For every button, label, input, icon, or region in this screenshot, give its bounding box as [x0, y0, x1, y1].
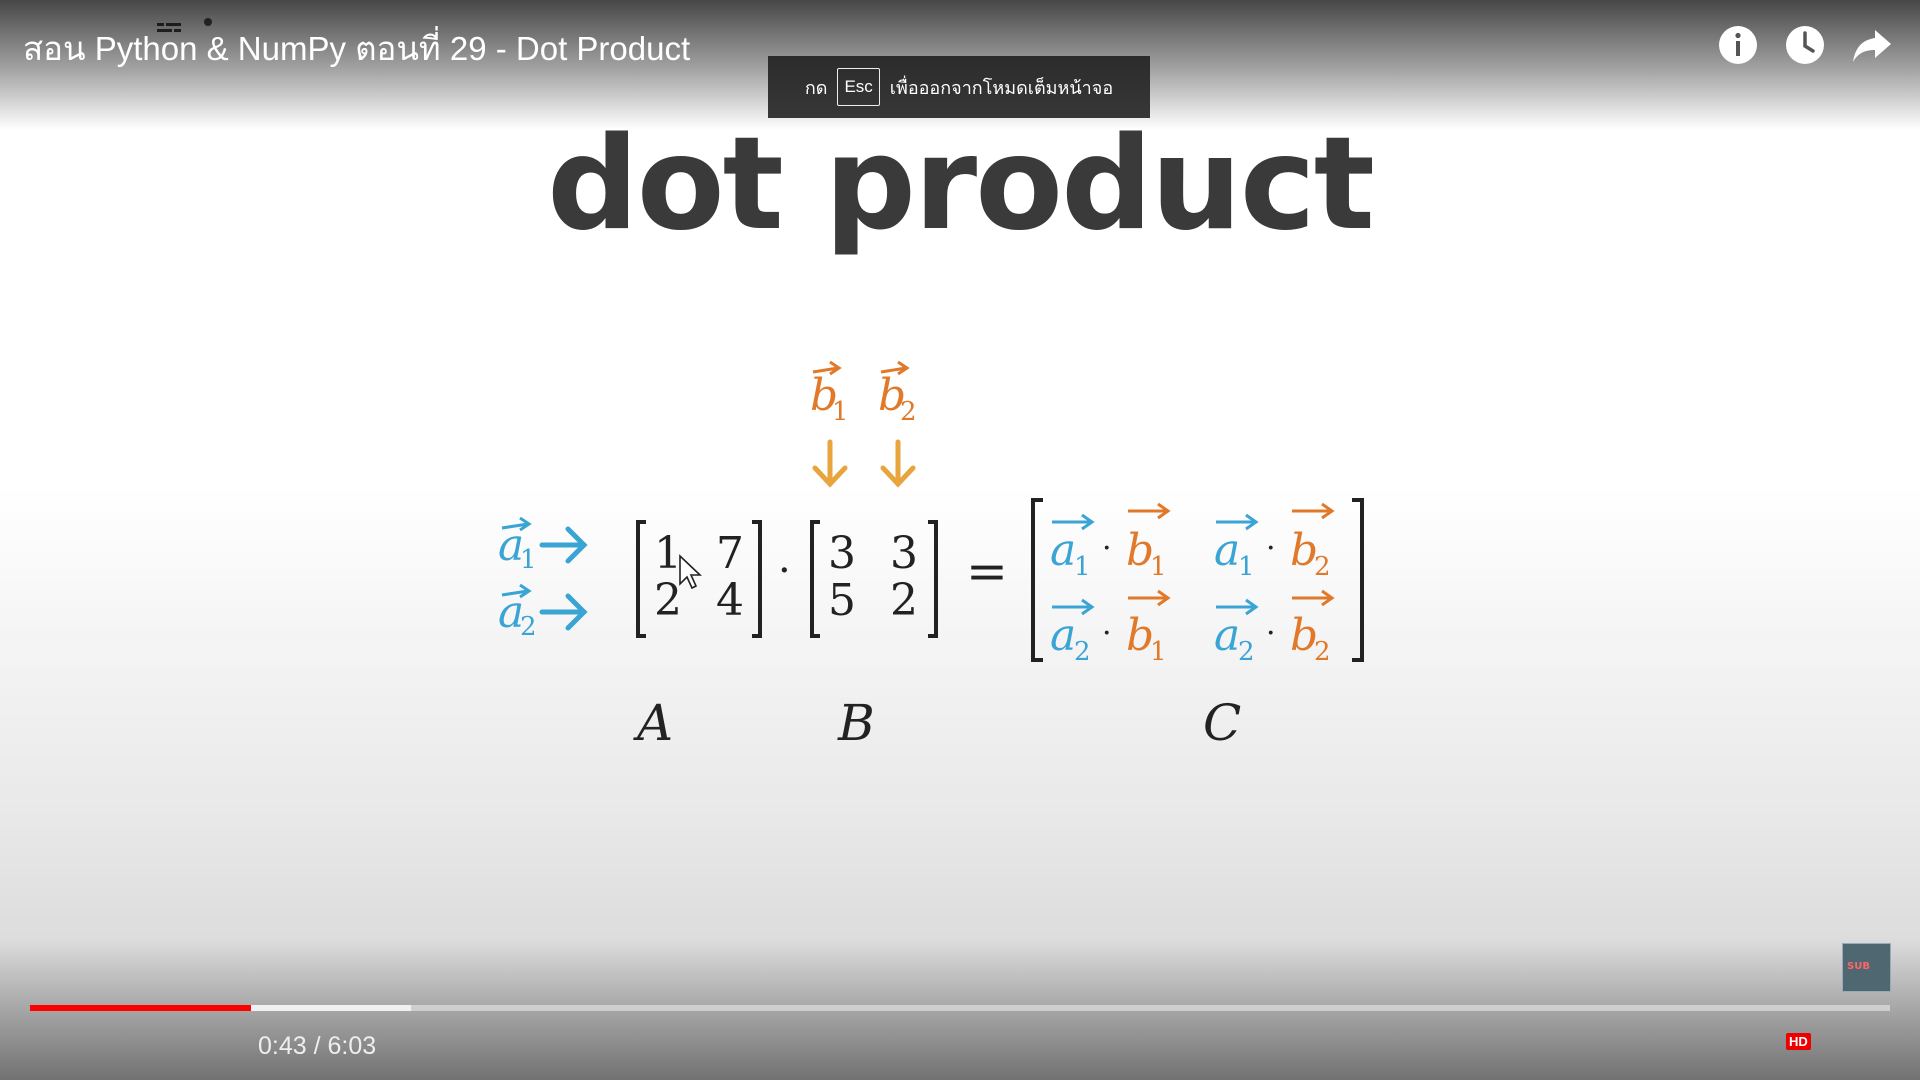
- svg-text:b: b: [878, 370, 906, 421]
- equals-sign: =: [966, 542, 1008, 600]
- vector-b2-label: b 2: [878, 360, 917, 427]
- watch-later-icon[interactable]: [1782, 22, 1828, 68]
- cell-a1-dot-b2: a 1 · b 2: [1214, 502, 1335, 582]
- slide-heading: dot product: [547, 110, 1375, 259]
- svg-text:1: 1: [832, 397, 849, 427]
- svg-text:1: 1: [654, 528, 682, 579]
- svg-text:7: 7: [716, 528, 744, 579]
- progress-bar[interactable]: [30, 1005, 1890, 1011]
- info-icon[interactable]: [1715, 22, 1761, 68]
- svg-text:b: b: [1290, 525, 1318, 576]
- svg-text:1: 1: [1150, 552, 1167, 582]
- label-c: C: [1203, 694, 1241, 752]
- svg-text:5: 5: [828, 575, 856, 626]
- right-arrow-icon: [539, 526, 588, 564]
- hd-badge: HD: [1786, 1033, 1811, 1050]
- cursor-icon: [679, 554, 703, 590]
- time-total: 6:03: [327, 1032, 377, 1060]
- label-a: A: [633, 694, 673, 752]
- svg-text:b: b: [810, 370, 838, 421]
- svg-text:1: 1: [1150, 637, 1167, 667]
- down-arrow-icon: [880, 439, 916, 488]
- share-icon[interactable]: [1849, 22, 1895, 68]
- esc-key-label: Esc: [837, 68, 880, 106]
- down-arrow-icon: [812, 439, 848, 488]
- svg-text:2: 2: [654, 575, 682, 626]
- time-display: 0:43 / 6:03: [258, 1032, 376, 1061]
- time-current: 0:43: [258, 1032, 307, 1060]
- svg-text:1: 1: [520, 545, 537, 575]
- notice-prefix: กด: [804, 77, 828, 98]
- svg-text:1: 1: [1074, 552, 1091, 582]
- cell-a2-dot-b2: a 2 · b 2: [1214, 589, 1335, 667]
- svg-text:a: a: [1050, 525, 1076, 576]
- video-title[interactable]: สอน Python & NumPy ตอนที่ 29 - Dot Produ…: [23, 30, 691, 67]
- svg-text:a: a: [1050, 610, 1076, 661]
- svg-text:2: 2: [890, 575, 918, 626]
- svg-text:b: b: [1126, 610, 1154, 661]
- matrix-b: 3 3 5 2: [810, 520, 938, 638]
- vector-b1-label: b 1: [810, 360, 849, 427]
- matrix-a: 1 7 2 4: [636, 520, 762, 638]
- svg-text:2: 2: [1074, 637, 1091, 667]
- progress-played: [30, 1005, 252, 1011]
- dot-operator: ·: [778, 548, 791, 594]
- cell-a1-dot-b1: a 1 · b 1: [1050, 502, 1171, 582]
- svg-text:b: b: [1126, 525, 1154, 576]
- label-b: B: [837, 694, 875, 752]
- svg-text:b: b: [1290, 610, 1318, 661]
- svg-text:2: 2: [900, 397, 917, 427]
- subscribe-watermark[interactable]: SUB: [1842, 943, 1891, 992]
- svg-text:a: a: [1214, 610, 1240, 661]
- svg-text:2: 2: [1238, 637, 1255, 667]
- svg-text:1: 1: [1238, 552, 1255, 582]
- vector-a2-label: a 2: [498, 583, 537, 642]
- cell-a2-dot-b1: a 2 · b 1: [1050, 589, 1171, 667]
- right-arrow-icon: [539, 593, 588, 631]
- svg-text:2: 2: [1314, 637, 1331, 667]
- svg-text:3: 3: [828, 528, 856, 579]
- svg-text:a: a: [1214, 525, 1240, 576]
- svg-text:·: ·: [1266, 531, 1276, 566]
- vector-a1-label: a 1: [498, 516, 537, 575]
- svg-text:4: 4: [716, 575, 744, 626]
- svg-text:·: ·: [1102, 616, 1112, 651]
- notice-suffix: เพื่อออกจากโหมดเต็มหน้าจอ: [889, 77, 1114, 98]
- sub-watermark-label: SUB: [1847, 961, 1870, 972]
- time-separator: /: [306, 1032, 328, 1060]
- matrix-c: a 1 · b 1 a 1 · b 2 a 2 · b 1: [1031, 498, 1364, 667]
- svg-text:2: 2: [520, 612, 537, 642]
- svg-text:·: ·: [1102, 531, 1112, 566]
- svg-text:·: ·: [1266, 616, 1276, 651]
- fullscreen-exit-notice: กด Esc เพื่อออกจากโหมดเต็มหน้าจอ: [768, 56, 1150, 118]
- svg-text:2: 2: [1314, 552, 1331, 582]
- svg-text:3: 3: [890, 528, 918, 579]
